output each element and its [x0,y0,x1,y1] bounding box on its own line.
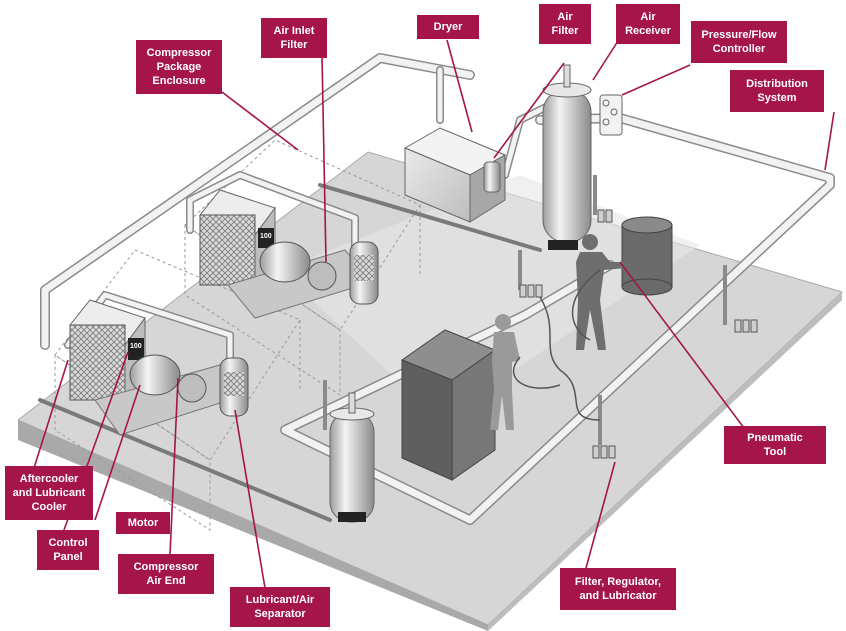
storage-drum [621,216,673,296]
label-pressure-flow-controller: Pressure/Flow Controller [691,21,787,63]
label-air-inlet-filter: Air Inlet Filter [261,18,327,58]
label-aftercooler-lubricant-cooler: Aftercooler and Lubricant Cooler [5,466,93,520]
label-control-panel: Control Panel [37,530,99,570]
label-motor: Motor [116,512,170,534]
label-air-filter: Air Filter [539,4,591,44]
label-dryer: Dryer [417,15,479,39]
person-operator [576,234,626,350]
compressor-package-1 [69,299,249,436]
person-worker [490,314,520,430]
control-panel-readouts: 100 100 [130,233,272,350]
control-panel-readout-1: 100 [130,343,142,350]
label-compressor-package-enclosure: Compressor Package Enclosure [136,40,222,94]
air-receiver-main [542,64,592,250]
control-panel-readout-2: 100 [260,233,272,240]
filter-regulator-lubricator-units [519,209,758,459]
equipment-cabinet [400,329,497,481]
label-lubricant-air-separator: Lubricant/Air Separator [230,587,330,627]
distribution-piping [38,53,835,525]
air-filter [483,161,501,193]
air-hoses [512,269,601,421]
label-filter-regulator-lubricator: Filter, Regulator, and Lubricator [560,568,676,610]
air-receiver-secondary [329,392,375,523]
pressure-flow-controller [599,94,623,136]
label-compressor-air-end: Compressor Air End [118,554,214,594]
drop-lines [323,175,727,445]
label-air-receiver: Air Receiver [616,4,680,44]
label-pneumatic-tool: Pneumatic Tool [724,426,826,464]
label-distribution-system: Distribution System [730,70,824,112]
compressor-package-2 [199,189,379,319]
